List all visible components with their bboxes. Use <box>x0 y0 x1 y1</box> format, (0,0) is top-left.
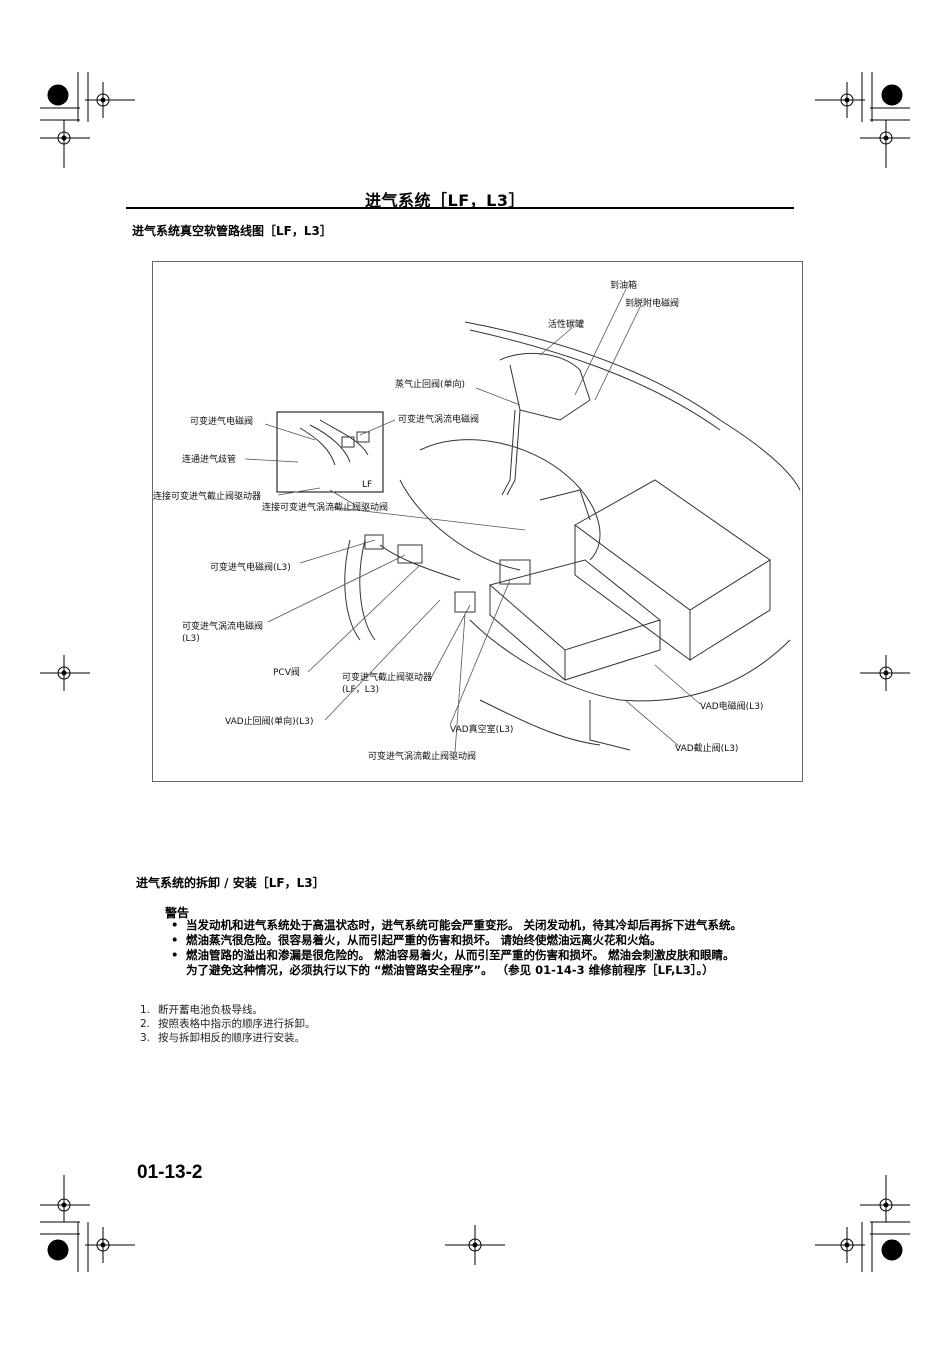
page-number: 01-13-2 <box>137 1162 203 1183</box>
step-number: 1. <box>140 1004 151 1016</box>
step-number: 2. <box>140 1018 151 1030</box>
warning-item: 燃油蒸汽很危险。很容易着火，从而引起严重的伤害和损坏。 请始终使燃油远离火花和火… <box>168 933 848 948</box>
step-item: 1. 断开蓄电池负极导线。 <box>140 1003 316 1017</box>
vacuum-hose-diagram-frame <box>152 261 803 782</box>
step-item: 2. 按照表格中指示的顺序进行拆卸。 <box>140 1017 316 1031</box>
warning-list: 当发动机和进气系统处于高温状态时，进气系统可能会严重变形。 关闭发动机，待其冷却… <box>168 918 848 978</box>
page-title: 进气系统［LF，L3］ <box>365 191 525 210</box>
removal-section-heading: 进气系统的拆卸 / 安装［LF，L3］ <box>136 876 325 890</box>
diagram-section-heading: 进气系统真空软管路线图［LF，L3］ <box>132 224 332 238</box>
title-rule <box>126 207 794 209</box>
step-item: 3. 按与拆卸相反的顺序进行安装。 <box>140 1031 316 1045</box>
procedure-steps: 1. 断开蓄电池负极导线。 2. 按照表格中指示的顺序进行拆卸。 3. 按与拆卸相反的… <box>140 1003 316 1045</box>
step-number: 3. <box>140 1032 151 1044</box>
step-text: 按照表格中指示的顺序进行拆卸。 <box>158 1018 316 1030</box>
warning-continuation: 为了避免这种情况，必须执行以下的 “燃油管路安全程序”。 （参见 01-14-3… <box>186 963 714 977</box>
warning-title: 警告 <box>165 906 190 920</box>
step-text: 按与拆卸相反的顺序进行安装。 <box>158 1032 305 1044</box>
step-text: 断开蓄电池负极导线。 <box>158 1004 263 1016</box>
warning-item: 燃油管路的溢出和渗漏是很危险的。 燃油容易着火，从而引至严重的伤害和损坏。 燃油… <box>168 948 848 963</box>
warning-item: 当发动机和进气系统处于高温状态时，进气系统可能会严重变形。 关闭发动机，待其冷却… <box>168 918 848 933</box>
